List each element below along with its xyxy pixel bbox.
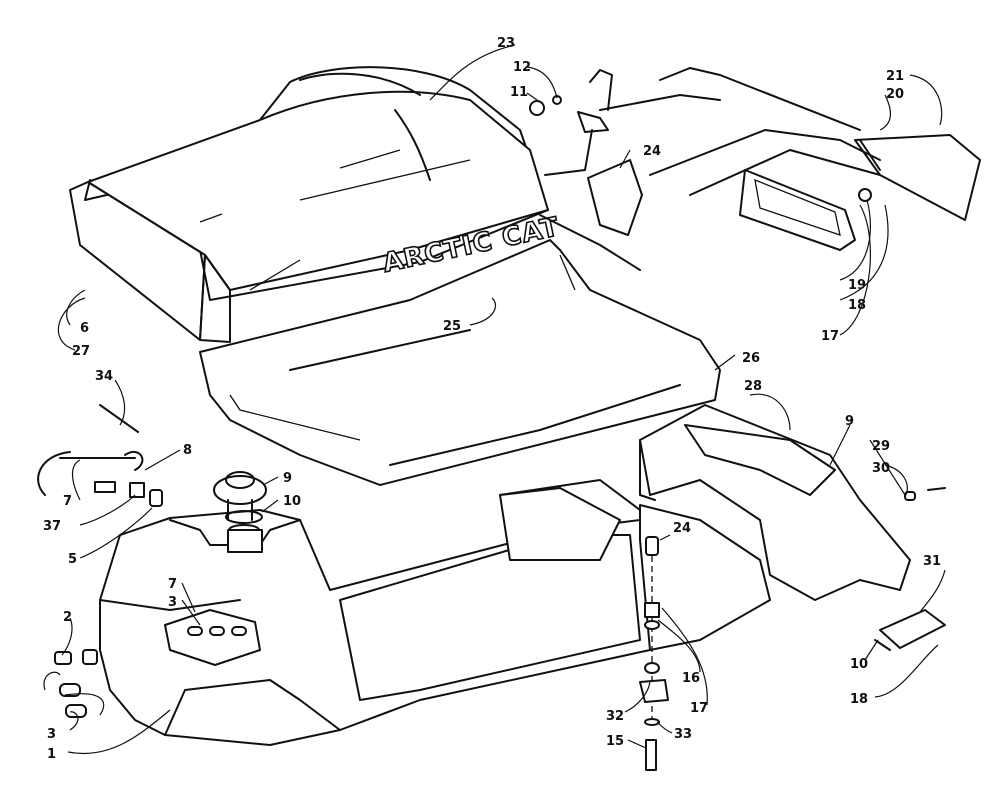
callout-33: 31 [923, 554, 941, 569]
callout-31: 29 [872, 439, 890, 454]
rear-tail-section [639, 404, 911, 601]
callout-36: 34 [95, 369, 113, 384]
callout-21: 19 [848, 278, 866, 293]
callout-30: 28 [744, 379, 762, 394]
callout-23: 21 [886, 69, 904, 84]
taillight-bracket [529, 67, 861, 236]
callout-7: 7 [63, 494, 72, 509]
callout-14: 12 [513, 60, 531, 75]
callout-32: 30 [872, 461, 890, 476]
callout-17: 17 [690, 701, 708, 716]
callout-37: 37 [43, 519, 61, 534]
callout-20: 18 [848, 298, 866, 313]
callout-19: 17 [821, 329, 839, 344]
callout-3-upper: 3 [168, 595, 177, 610]
fuel-fittings [54, 649, 98, 718]
callout-8: 8 [183, 443, 192, 458]
callout-35: 33 [674, 727, 692, 742]
callout-15: 15 [606, 734, 624, 749]
callout-4: 5 [68, 552, 77, 567]
callout-3-lower: 3 [47, 727, 56, 742]
callout-22: 20 [886, 87, 904, 102]
seat [69, 66, 549, 343]
callout-26: 24 [643, 144, 661, 159]
fuel-cap [213, 471, 267, 553]
reflector [879, 609, 946, 649]
callout-28: 26 [742, 351, 760, 366]
callout-labels: 23 12 11 24 21 20 19 18 17 6 27 25 26 28… [43, 36, 941, 762]
callout-12: 10 [850, 657, 868, 672]
callout-18: 18 [850, 692, 868, 707]
vent-hose [37, 451, 163, 507]
callout-25: 23 [497, 36, 515, 51]
mounting-hardware [639, 487, 946, 771]
bolt-36 [99, 404, 139, 433]
callout-1: 1 [47, 747, 56, 762]
callout-34: 32 [606, 709, 624, 724]
callout-10: 10 [283, 494, 301, 509]
callout-24: 24 [673, 521, 691, 536]
callout-16: 16 [682, 671, 700, 686]
callout-11: 9 [845, 414, 854, 429]
taillight-assembly [649, 129, 981, 251]
tank-and-floor [99, 479, 771, 746]
fuel-gauge-plate [164, 609, 261, 666]
callout-5: 7 [168, 577, 177, 592]
console-hood [199, 214, 721, 486]
callout-13: 11 [510, 85, 528, 100]
callout-29: 27 [72, 344, 90, 359]
callout-9: 9 [283, 471, 292, 486]
leader-lines [43, 44, 946, 754]
callout-6: 6 [80, 321, 89, 336]
callout-27: 25 [443, 319, 461, 334]
callout-2: 2 [63, 610, 72, 625]
